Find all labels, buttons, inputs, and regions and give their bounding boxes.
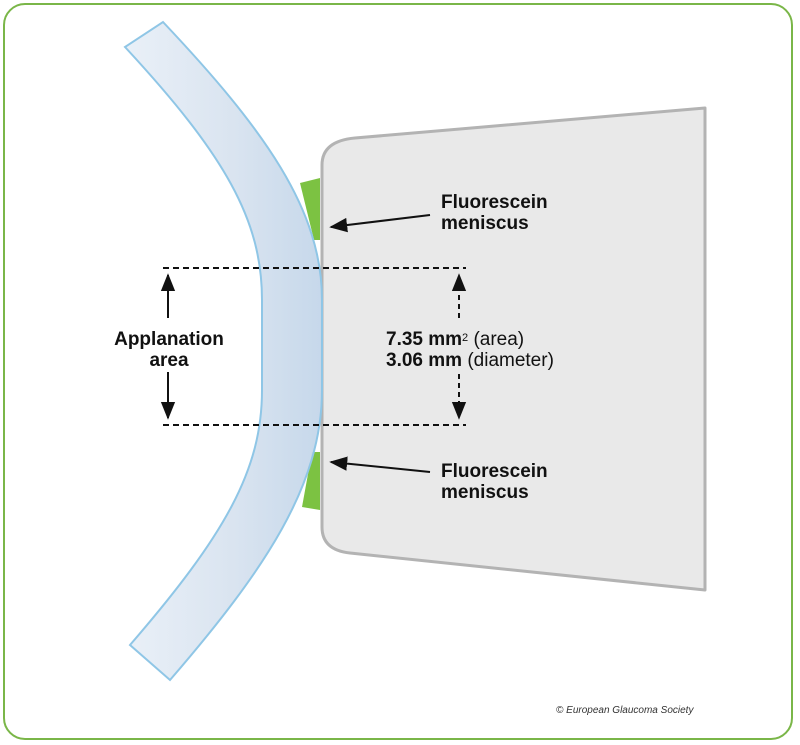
applanation-label-line2: area xyxy=(149,350,189,371)
meniscus-bottom-line2: meniscus xyxy=(441,482,529,503)
meniscus-top-arrow xyxy=(329,214,431,233)
applanation-label: Applanation area xyxy=(104,329,234,371)
meniscus-top-label: Fluorescein meniscus xyxy=(441,192,548,234)
applanation-label-line1: Applanation xyxy=(114,329,224,350)
diameter-measurement: 3.06 mm (diameter) xyxy=(386,350,554,371)
area-superscript: 2 xyxy=(462,332,469,344)
fluorescein-meniscus-top xyxy=(300,178,320,240)
diameter-value: 3.06 mm xyxy=(386,350,463,371)
area-measurement: 7.35 mm2 (area) xyxy=(386,329,554,350)
meniscus-top-line1: Fluorescein xyxy=(441,192,548,213)
meniscus-top-line2: meniscus xyxy=(441,213,529,234)
area-value: 7.35 mm xyxy=(386,329,463,350)
tonometer-prism xyxy=(320,106,707,592)
copyright-notice: © European Glaucoma Society xyxy=(556,705,694,716)
diameter-unit: (diameter) xyxy=(467,350,554,371)
meniscus-bottom-label: Fluorescein meniscus xyxy=(441,461,548,503)
diagram-frame xyxy=(3,3,793,740)
cornea xyxy=(123,20,323,682)
fluorescein-meniscus-bottom xyxy=(302,452,320,510)
meniscus-bottom-line1: Fluorescein xyxy=(441,461,548,482)
measurement-label: 7.35 mm2 (area) 3.06 mm (diameter) xyxy=(386,329,554,371)
meniscus-bottom-arrow xyxy=(329,456,431,473)
area-unit: (area) xyxy=(473,329,525,350)
